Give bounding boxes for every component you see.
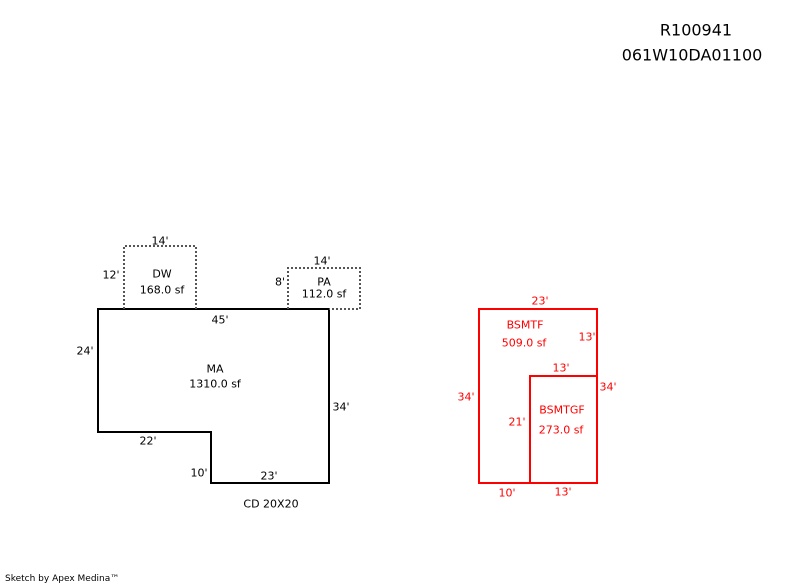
ma-dim-bottom: 23' xyxy=(260,469,278,483)
bsmtgf-code: BSMTGF xyxy=(539,403,585,417)
dw-area: 168.0 sf xyxy=(139,283,185,297)
pa-area: 112.0 sf xyxy=(301,287,347,301)
dw-dim-left: 12' xyxy=(102,268,120,282)
ma-dim-top: 45' xyxy=(211,313,229,327)
bsmtf-dim-left: 34' xyxy=(457,390,475,404)
bsmtf-dim-right-upper: 13' xyxy=(578,330,596,344)
bsmtf-area: 509.0 sf xyxy=(501,336,547,350)
ma-dim-step-side: 10' xyxy=(190,466,208,480)
pa-dim-left: 8' xyxy=(274,275,286,289)
bsmtf-code: BSMTF xyxy=(506,318,544,332)
ma-dim-left: 24' xyxy=(76,344,94,358)
bsmtgf-outline xyxy=(529,375,598,484)
ma-dim-step-bottom: 22' xyxy=(139,434,157,448)
map-number: 061W10DA01100 xyxy=(621,45,763,65)
bsmtgf-dim-left: 21' xyxy=(508,415,526,429)
bsmtf-dim-bottom: 10' xyxy=(498,486,516,500)
pa-code: PA xyxy=(317,275,331,289)
pa-outline xyxy=(287,267,361,310)
ma-outline xyxy=(97,308,330,484)
bsmtf-dim-right: 34' xyxy=(599,380,617,394)
ma-dim-right: 34' xyxy=(332,400,350,414)
bsmtgf-area: 273.0 sf xyxy=(538,423,584,437)
dw-code: DW xyxy=(152,267,172,281)
bsmtf-dim-top: 23' xyxy=(531,294,549,308)
bsmtgf-dim-bottom: 13' xyxy=(554,485,572,499)
ma-code: MA xyxy=(206,362,224,376)
note-label: CD 20X20 xyxy=(243,497,299,511)
pa-dim-top: 14' xyxy=(313,254,331,268)
account-number: R100941 xyxy=(659,20,733,40)
dw-dim-top: 14' xyxy=(151,234,169,248)
bsmtf-dim-inner: 13' xyxy=(552,361,570,375)
footer-credit: Sketch by Apex Medina™ xyxy=(5,574,120,584)
ma-area: 1310.0 sf xyxy=(189,377,241,391)
